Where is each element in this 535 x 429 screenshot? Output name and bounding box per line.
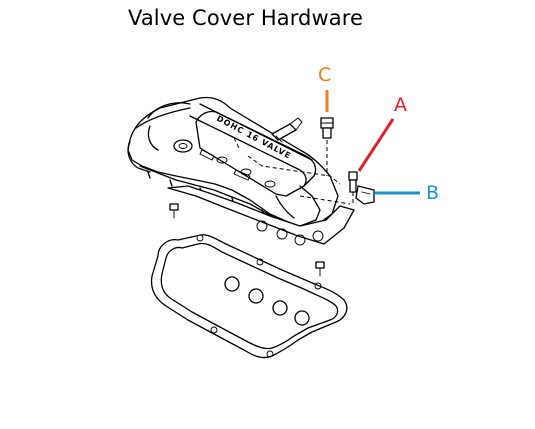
callout-label-b: B: [426, 182, 440, 204]
pcv-valve: [271, 117, 303, 143]
bracket-b: [355, 185, 375, 205]
spark-plug-seal-plate: [167, 185, 355, 246]
valve-cover: DOHC 16 VALVE: [127, 96, 339, 227]
stud-bolt-right: [315, 261, 325, 277]
valve-cover-gasket: [150, 234, 348, 359]
assembly-dash-1: [247, 155, 341, 185]
callout-leader-a: [357, 118, 395, 172]
callout-label-c: C: [318, 64, 332, 86]
bolt-c: [320, 117, 334, 176]
assembly-dash-2: [299, 195, 351, 205]
diagram-title: Valve Cover Hardware: [128, 6, 364, 30]
stud-bolt-left: [169, 203, 179, 219]
bolt-a: [348, 171, 358, 206]
callout-label-a: A: [394, 94, 407, 116]
assembly-dash-3: [233, 137, 241, 151]
